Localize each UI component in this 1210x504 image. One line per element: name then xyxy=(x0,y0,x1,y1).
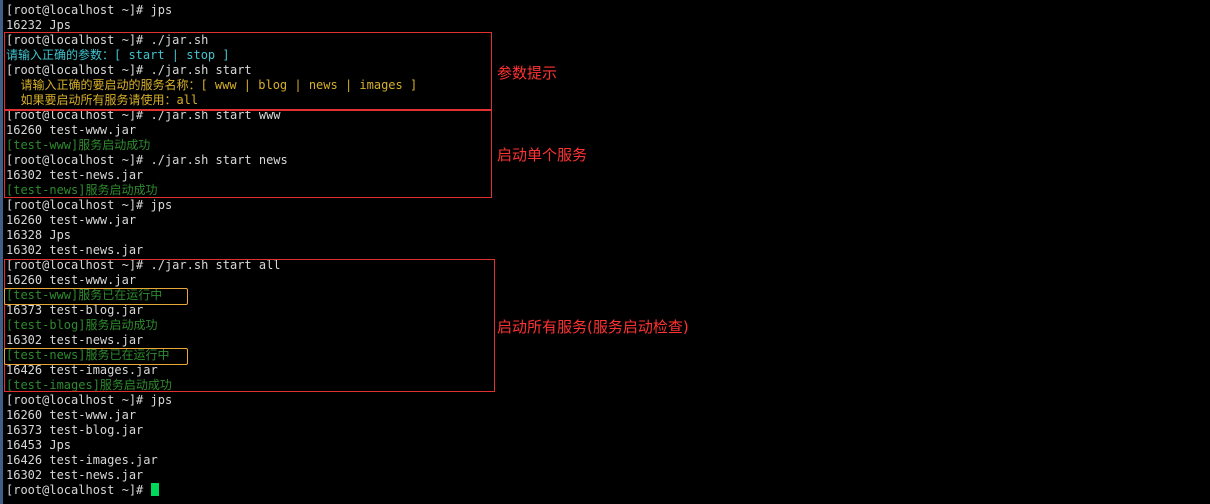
window-left-edge xyxy=(0,0,3,504)
command-line: [root@localhost ~]# jps xyxy=(6,393,173,407)
terminal-line: 16302 test-news.jar xyxy=(6,468,486,483)
param-hint-box xyxy=(4,32,492,110)
terminal-line: [root@localhost ~]# ./jar.sh xyxy=(6,33,486,48)
terminal-line: [test-news]服务启动成功 xyxy=(6,183,486,198)
terminal-line: 16302 test-news.jar xyxy=(6,243,486,258)
terminal-line: [test-news]服务已在运行中 xyxy=(6,348,486,363)
output-line: 16373 test-blog.jar xyxy=(6,303,144,317)
param-hint-annotation: 参数提示 xyxy=(497,64,558,82)
terminal-line: 16426 test-images.jar xyxy=(6,363,486,378)
command-line: [root@localhost ~]# jps xyxy=(6,3,173,17)
start-single-box xyxy=(4,110,492,198)
command-line: [root@localhost ~]# ./jar.sh start www xyxy=(6,108,281,122)
output-line: 16260 test-www.jar xyxy=(6,273,137,287)
terminal-line: [root@localhost ~]# ./jar.sh start xyxy=(6,63,486,78)
terminal-line: [test-images]服务启动成功 xyxy=(6,378,486,393)
terminal-line: [root@localhost ~]# xyxy=(6,483,486,498)
command-line: [root@localhost ~]# ./jar.sh start news xyxy=(6,153,288,167)
output-line: 16302 test-news.jar xyxy=(6,168,144,182)
command-line: [root@localhost ~]# ./jar.sh start all xyxy=(6,258,281,272)
output-line: 16260 test-www.jar xyxy=(6,408,137,422)
news-running-highlight xyxy=(4,348,188,365)
terminal-line: [test-www]服务已在运行中 xyxy=(6,288,486,303)
terminal-line: [root@localhost ~]# jps xyxy=(6,393,486,408)
terminal-line: [test-www]服务启动成功 xyxy=(6,138,486,153)
start-all-box xyxy=(4,259,495,392)
terminal-line: 16302 test-news.jar xyxy=(6,168,486,183)
www-running-highlight xyxy=(4,288,188,305)
status-line: [test-www]服务启动成功 xyxy=(6,138,151,152)
output-line: 16426 test-images.jar xyxy=(6,453,158,467)
output-line: 16260 test-www.jar xyxy=(6,213,137,227)
hint-line: 如果要启动所有服务请使用：all xyxy=(6,93,199,107)
hint-line: 请输入正确的参数：[ start | stop ] xyxy=(6,48,230,62)
terminal-line: 16426 test-images.jar xyxy=(6,453,486,468)
output-line: 16302 test-news.jar xyxy=(6,468,144,482)
terminal-line: 16373 test-blog.jar xyxy=(6,423,486,438)
terminal-line: 16232 Jps xyxy=(6,18,486,33)
terminal-line: 16373 test-blog.jar xyxy=(6,303,486,318)
terminal-line: 如果要启动所有服务请使用：all xyxy=(6,93,486,108)
terminal-cursor xyxy=(150,483,159,496)
output-line: 16302 test-news.jar xyxy=(6,243,144,257)
terminal-line: [root@localhost ~]# ./jar.sh start all xyxy=(6,258,486,273)
start-all-annotation: 启动所有服务(服务启动检查) xyxy=(497,318,689,336)
output-line: 16426 test-images.jar xyxy=(6,363,158,377)
status-line: [test-news]服务启动成功 xyxy=(6,183,158,197)
command-line: [root@localhost ~]# xyxy=(6,483,151,497)
terminal-line: [root@localhost ~]# ./jar.sh start www xyxy=(6,108,486,123)
status-line: [test-news]服务已在运行中 xyxy=(6,348,170,362)
status-line: [test-blog]服务启动成功 xyxy=(6,318,158,332)
command-line: [root@localhost ~]# jps xyxy=(6,198,173,212)
terminal-line: [root@localhost ~]# ./jar.sh start news xyxy=(6,153,486,168)
output-line: 16232 Jps xyxy=(6,18,72,32)
hint-line: 请输入正确的要启动的服务名称：[ www | blog | news | ima… xyxy=(6,78,418,92)
output-line: 16260 test-www.jar xyxy=(6,123,137,137)
terminal-line: 请输入正确的参数：[ start | stop ] xyxy=(6,48,486,63)
start-single-annotation: 启动单个服务 xyxy=(497,146,588,164)
status-line: [test-www]服务已在运行中 xyxy=(6,288,163,302)
terminal-line: 16260 test-www.jar xyxy=(6,213,486,228)
terminal-line: 16260 test-www.jar xyxy=(6,273,486,288)
terminal-line: 16260 test-www.jar xyxy=(6,408,486,423)
command-line: [root@localhost ~]# ./jar.sh xyxy=(6,33,209,47)
terminal-line: 请输入正确的要启动的服务名称：[ www | blog | news | ima… xyxy=(6,78,486,93)
status-line: [test-images]服务启动成功 xyxy=(6,378,172,392)
terminal-line: [root@localhost ~]# jps xyxy=(6,3,486,18)
output-line: 16373 test-blog.jar xyxy=(6,423,144,437)
terminal-line: 16302 test-news.jar xyxy=(6,333,486,348)
command-line: [root@localhost ~]# ./jar.sh start xyxy=(6,63,252,77)
terminal-line: 16260 test-www.jar xyxy=(6,123,486,138)
output-line: 16453 Jps xyxy=(6,438,72,452)
output-line: 16302 test-news.jar xyxy=(6,333,144,347)
terminal-line: [test-blog]服务启动成功 xyxy=(6,318,486,333)
output-line: 16328 Jps xyxy=(6,228,72,242)
terminal-line: [root@localhost ~]# jps xyxy=(6,198,486,213)
terminal-line: 16328 Jps xyxy=(6,228,486,243)
terminal-line: 16453 Jps xyxy=(6,438,486,453)
